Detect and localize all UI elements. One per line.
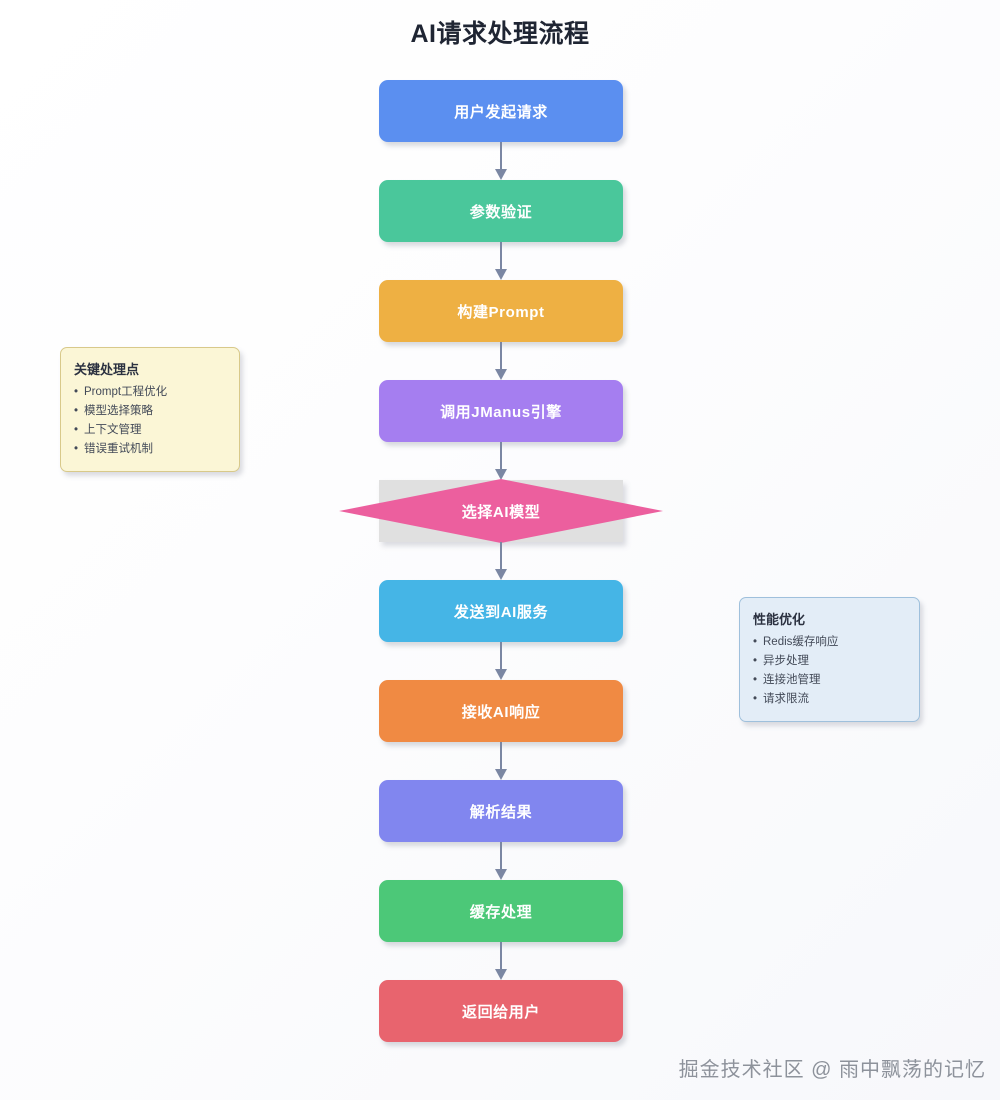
note-key-points: 关键处理点 Prompt工程优化 模型选择策略 上下文管理 错误重试机制 bbox=[60, 347, 240, 472]
flow-node-param-validation[interactable]: 参数验证 bbox=[379, 180, 623, 280]
flow-node-receive-ai-response[interactable]: 接收AI响应 bbox=[379, 680, 623, 780]
node-label: 接收AI响应 bbox=[461, 703, 541, 721]
flow-node-return-to-user[interactable]: 返回给用户 bbox=[379, 980, 623, 1042]
arrow-head-icon bbox=[495, 169, 507, 180]
flow-node-build-prompt[interactable]: 构建Prompt bbox=[379, 280, 623, 380]
arrow-shaft bbox=[500, 142, 502, 172]
node-box[interactable]: 调用JManus引擎 bbox=[379, 380, 623, 442]
node-label: 参数验证 bbox=[469, 203, 533, 221]
flow-node-parse-result[interactable]: 解析结果 bbox=[379, 780, 623, 880]
flow-node-call-jmanus[interactable]: 调用JManus引擎 bbox=[379, 380, 623, 480]
flow-node-cache-processing[interactable]: 缓存处理 bbox=[379, 880, 623, 980]
note-title: 关键处理点 bbox=[74, 362, 140, 377]
note-item: 连接池管理 bbox=[753, 671, 906, 690]
arrow-shaft bbox=[500, 742, 502, 772]
flowchart: 用户发起请求 参数验证 构建Prompt 调用JManus引擎 bbox=[339, 80, 663, 1080]
note-list: Redis缓存响应 异步处理 连接池管理 请求限流 bbox=[753, 633, 906, 709]
flow-node-send-to-ai-service[interactable]: 发送到AI服务 bbox=[379, 580, 623, 680]
arrow-shaft bbox=[500, 342, 502, 372]
note-item: 请求限流 bbox=[753, 690, 906, 709]
node-box[interactable]: 接收AI响应 bbox=[379, 680, 623, 742]
flow-arrow bbox=[495, 642, 507, 680]
flow-node-select-ai-model[interactable]: 选择AI模型 bbox=[339, 479, 663, 580]
node-box[interactable]: 解析结果 bbox=[379, 780, 623, 842]
note-performance: 性能优化 Redis缓存响应 异步处理 连接池管理 请求限流 bbox=[739, 597, 920, 722]
flow-arrow bbox=[495, 242, 507, 280]
node-label: 选择AI模型 bbox=[461, 503, 541, 521]
arrow-head-icon bbox=[495, 669, 507, 680]
arrow-shaft bbox=[500, 842, 502, 872]
arrow-head-icon bbox=[495, 769, 507, 780]
node-box[interactable]: 构建Prompt bbox=[379, 280, 623, 342]
note-item: Prompt工程优化 bbox=[74, 383, 226, 402]
note-item: 异步处理 bbox=[753, 652, 906, 671]
flow-arrow bbox=[495, 442, 507, 480]
arrow-shaft bbox=[500, 242, 502, 272]
flow-arrow bbox=[495, 742, 507, 780]
page-title: AI请求处理流程 bbox=[410, 20, 590, 48]
watermark: 掘金技术社区 @ 雨中飘荡的记忆 bbox=[678, 1059, 986, 1081]
arrow-shaft bbox=[500, 542, 502, 572]
flow-arrow bbox=[495, 142, 507, 180]
flow-arrow bbox=[495, 342, 507, 380]
node-label: 发送到AI服务 bbox=[453, 603, 549, 621]
note-list: Prompt工程优化 模型选择策略 上下文管理 错误重试机制 bbox=[74, 383, 226, 459]
node-label: 构建Prompt bbox=[457, 303, 545, 321]
arrow-head-icon bbox=[495, 369, 507, 380]
node-label: 缓存处理 bbox=[469, 903, 533, 921]
node-label: 解析结果 bbox=[469, 803, 533, 821]
note-item: 错误重试机制 bbox=[74, 440, 226, 459]
arrow-shaft bbox=[500, 942, 502, 972]
flow-arrow bbox=[495, 942, 507, 980]
arrow-head-icon bbox=[495, 569, 507, 580]
node-box[interactable]: 用户发起请求 bbox=[379, 80, 623, 142]
arrow-head-icon bbox=[495, 869, 507, 880]
arrow-shaft bbox=[500, 442, 502, 472]
flow-arrow bbox=[495, 842, 507, 880]
note-item: 上下文管理 bbox=[74, 421, 226, 440]
node-box[interactable]: 发送到AI服务 bbox=[379, 580, 623, 642]
flow-node-user-request[interactable]: 用户发起请求 bbox=[379, 80, 623, 180]
node-label: 调用JManus引擎 bbox=[440, 403, 562, 421]
note-item: 模型选择策略 bbox=[74, 402, 226, 421]
note-title: 性能优化 bbox=[753, 612, 806, 627]
arrow-shaft bbox=[500, 642, 502, 672]
node-label: 用户发起请求 bbox=[454, 103, 548, 121]
arrow-head-icon bbox=[495, 269, 507, 280]
node-label: 返回给用户 bbox=[461, 1003, 540, 1021]
arrow-head-icon bbox=[495, 969, 507, 980]
node-box[interactable]: 参数验证 bbox=[379, 180, 623, 242]
arrow-head-icon bbox=[495, 469, 507, 480]
flow-arrow bbox=[495, 542, 507, 580]
node-box[interactable]: 返回给用户 bbox=[379, 980, 623, 1042]
note-item: Redis缓存响应 bbox=[753, 633, 906, 652]
node-box[interactable]: 缓存处理 bbox=[379, 880, 623, 942]
